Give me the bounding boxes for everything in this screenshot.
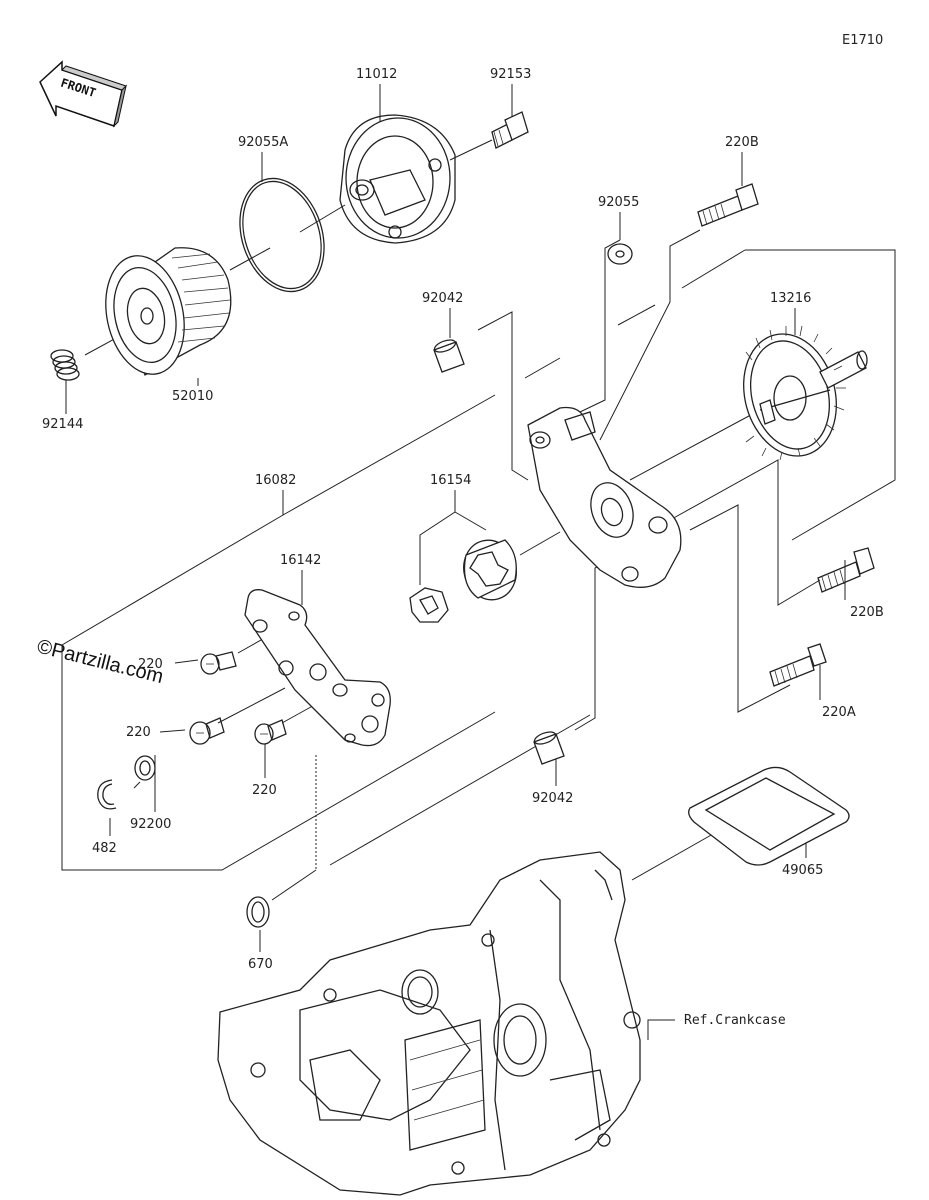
- label-220-b[interactable]: 220: [126, 725, 151, 740]
- oil-pump-body-16082[interactable]: [527, 406, 682, 588]
- leader-lines: [61, 84, 896, 1040]
- label-13216[interactable]: 13216: [770, 291, 811, 306]
- bolt-220b-top[interactable]: [697, 183, 759, 227]
- spring-92144[interactable]: [50, 349, 80, 381]
- washer-92200[interactable]: [134, 755, 156, 781]
- label-92055[interactable]: 92055: [598, 195, 639, 210]
- o-ring-670[interactable]: [246, 896, 270, 928]
- label-92144[interactable]: 92144: [42, 417, 83, 432]
- label-11012[interactable]: 11012: [356, 67, 397, 82]
- label-92055a[interactable]: 92055A: [238, 135, 288, 150]
- label-220b-top[interactable]: 220B: [725, 135, 759, 150]
- washer-92055[interactable]: [607, 243, 633, 265]
- o-ring-92055a[interactable]: [226, 167, 338, 302]
- label-92042-bottom[interactable]: 92042: [532, 791, 573, 806]
- label-16154[interactable]: 16154: [430, 473, 471, 488]
- label-16082[interactable]: 16082: [255, 473, 296, 488]
- bolt-220b-right[interactable]: [817, 547, 875, 593]
- oil-screen-49065[interactable]: [688, 766, 850, 866]
- crankcase-reference: [217, 851, 641, 1196]
- dowel-pin-92042-top[interactable]: [433, 338, 465, 373]
- dowel-pin-92042-bottom[interactable]: [533, 730, 565, 765]
- label-92200[interactable]: 92200: [130, 817, 171, 832]
- screw-220-a[interactable]: [200, 651, 237, 675]
- label-49065[interactable]: 49065: [782, 863, 823, 878]
- circlip-482[interactable]: [97, 779, 117, 810]
- pump-cover-plate-16142[interactable]: [244, 589, 391, 747]
- label-92153[interactable]: 92153: [490, 67, 531, 82]
- label-482[interactable]: 482: [92, 841, 117, 856]
- label-16142[interactable]: 16142: [280, 553, 321, 568]
- pump-rotor-16154[interactable]: [409, 534, 523, 623]
- bolt-220a[interactable]: [769, 643, 827, 687]
- screw-220-c[interactable]: [254, 719, 287, 745]
- label-220-c[interactable]: 220: [252, 783, 277, 798]
- label-220b-right[interactable]: 220B: [850, 605, 884, 620]
- label-52010[interactable]: 52010: [172, 389, 213, 404]
- label-220a[interactable]: 220A: [822, 705, 856, 720]
- screw-220-b[interactable]: [189, 717, 225, 745]
- diagram-code: E1710: [842, 33, 883, 48]
- label-220-a[interactable]: 220: [138, 657, 163, 672]
- oil-filter-52010[interactable]: [95, 247, 232, 382]
- oil-filter-cover-11012[interactable]: [339, 114, 456, 244]
- bolt-92153[interactable]: [491, 111, 529, 149]
- label-92042-top[interactable]: 92042: [422, 291, 463, 306]
- label-670[interactable]: 670: [248, 957, 273, 972]
- ref-crankcase-label: Ref.Crankcase: [684, 1013, 786, 1028]
- front-arrow-icon: FRONT: [39, 60, 127, 128]
- pump-gear-shaft-13216[interactable]: [730, 323, 868, 466]
